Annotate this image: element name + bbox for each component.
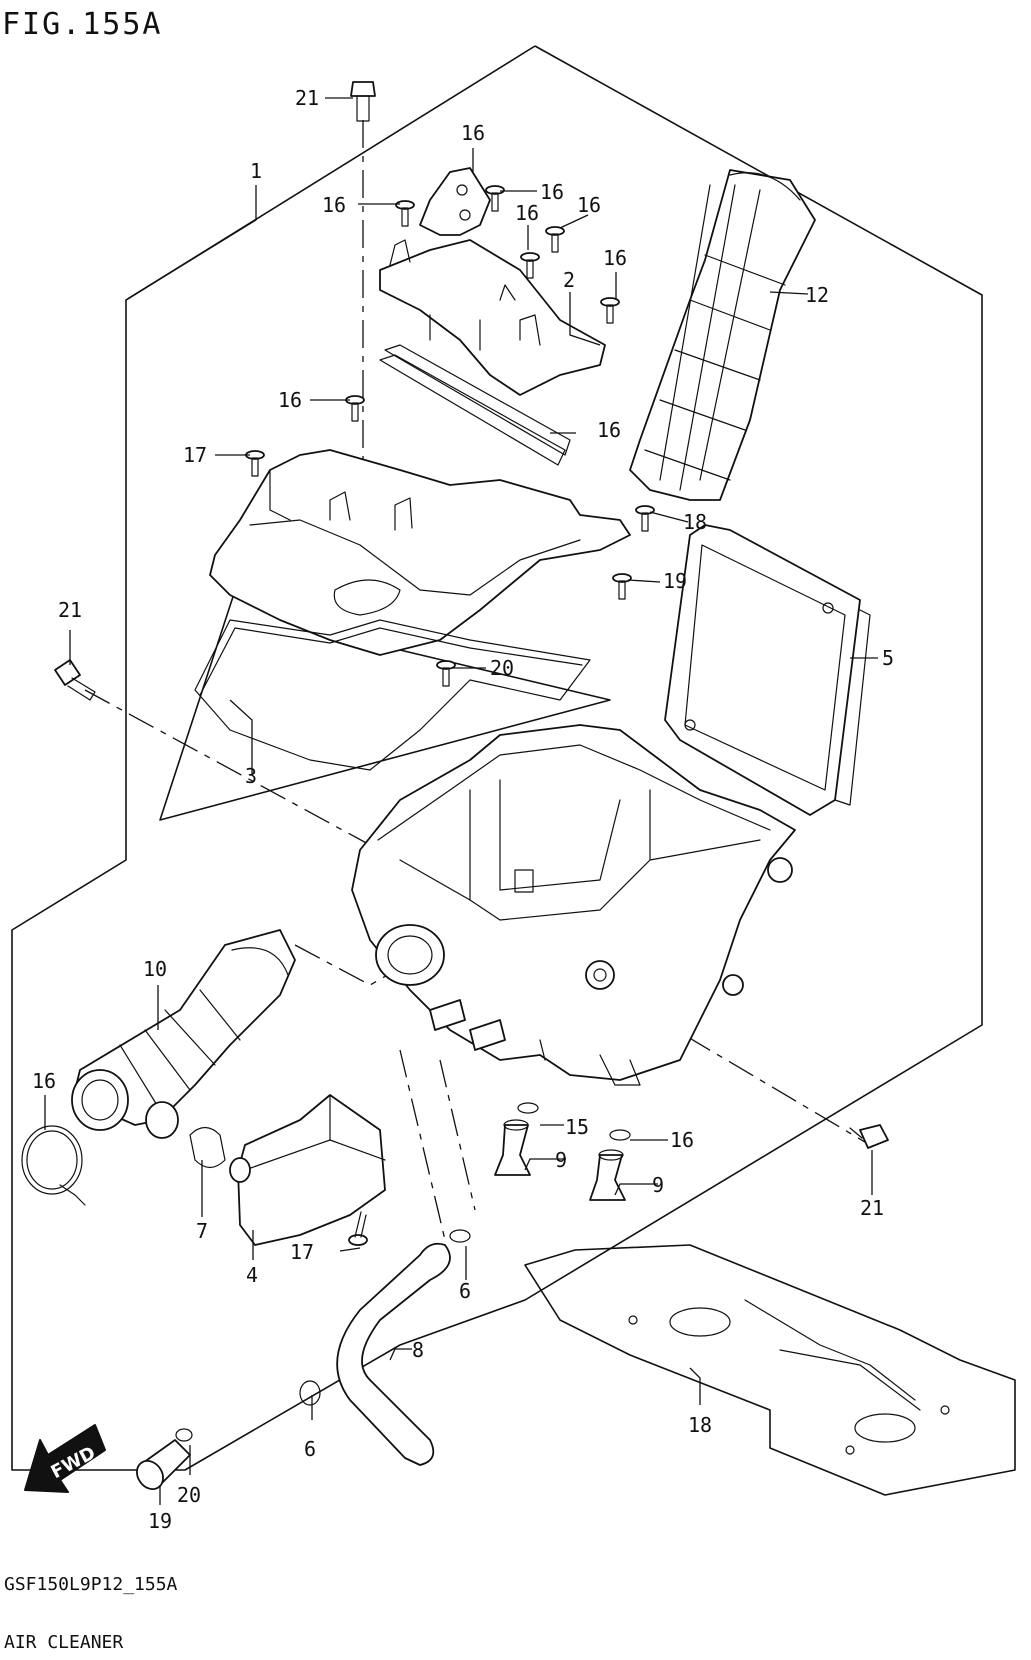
callout-16-d: 16	[577, 193, 601, 217]
bolt-21-right	[849, 1124, 889, 1149]
callout-16-j: 20	[490, 656, 514, 680]
assembly-outline	[11, 45, 983, 1471]
drain-cap-part-2	[589, 1149, 626, 1201]
callout-18: 18	[688, 1413, 712, 1437]
fwd-arrow: FWD	[24, 1424, 106, 1493]
figure-title: FIG.155A	[2, 7, 163, 42]
callout-labels: 21 1 16 16 16 16 16 16 2 12 16 16 17 18 …	[32, 86, 894, 1533]
callout-21-left: 21	[58, 598, 82, 622]
callout-20: 20	[177, 1483, 201, 1507]
callout-3: 3	[245, 764, 257, 788]
drain-hose-part	[336, 1242, 451, 1466]
hose-clip-parts	[175, 1102, 631, 1442]
callout-16-h: 18	[683, 510, 707, 534]
callout-14: 16	[597, 418, 621, 442]
callout-16-a: 16	[322, 193, 346, 217]
upper-cover-part	[209, 449, 631, 656]
funnel-upper-part	[629, 169, 816, 501]
callout-6-b: 6	[304, 1437, 316, 1461]
screws-16	[245, 185, 655, 687]
callout-19: 19	[148, 1509, 172, 1533]
callout-7: 7	[196, 1219, 208, 1243]
gasket-part	[379, 344, 571, 466]
bracket-part	[419, 167, 491, 236]
funnel-lower-part	[71, 929, 296, 1139]
lower-case-part	[351, 724, 796, 1086]
leader-lines	[44, 97, 878, 1505]
drain-cap-part-1	[494, 1119, 531, 1176]
plate-part	[524, 1244, 1016, 1496]
callout-16-g: 17	[183, 443, 207, 467]
screw-17	[348, 1211, 368, 1246]
callout-13: 16	[32, 1069, 56, 1093]
section-name: AIR CLEANER	[4, 1632, 123, 1653]
callout-16-b: 16	[540, 180, 564, 204]
callout-8: 8	[412, 1338, 424, 1362]
callout-11: 12	[805, 283, 829, 307]
hose-line-1	[399, 1049, 446, 1241]
callout-16-i: 19	[663, 569, 687, 593]
callout-9-b: 9	[652, 1173, 664, 1197]
duct-plate-part	[379, 239, 606, 396]
clamp-part	[21, 1125, 86, 1206]
callout-1: 1	[250, 159, 262, 183]
callout-5: 5	[882, 646, 894, 670]
callout-16-c: 16	[515, 201, 539, 225]
callout-21-top: 21	[295, 86, 319, 110]
small-clamp-part	[189, 1126, 226, 1169]
hose-line-2	[439, 1059, 476, 1211]
bolt-21-left	[54, 659, 96, 701]
callout-2: 2	[563, 268, 575, 292]
callout-17: 17	[290, 1240, 314, 1264]
callout-4: 4	[246, 1263, 258, 1287]
callout-21-right: 21	[860, 1196, 884, 1220]
callout-10: 10	[143, 957, 167, 981]
callout-15: 16	[461, 121, 485, 145]
callout-9-a: 9	[555, 1148, 567, 1172]
drawing-code: GSF150L9P12_155A	[4, 1574, 178, 1595]
callout-16-f: 16	[278, 388, 302, 412]
callout-12-a: 15	[565, 1115, 589, 1139]
filter-element-part	[664, 524, 871, 816]
bolt-line-left	[84, 689, 371, 846]
bolt-21-top	[350, 81, 376, 122]
callout-6-a: 6	[459, 1279, 471, 1303]
callout-12-b: 16	[670, 1128, 694, 1152]
seal-part	[194, 619, 591, 771]
callout-16-e: 16	[603, 246, 627, 270]
resonator-part	[229, 1094, 386, 1246]
